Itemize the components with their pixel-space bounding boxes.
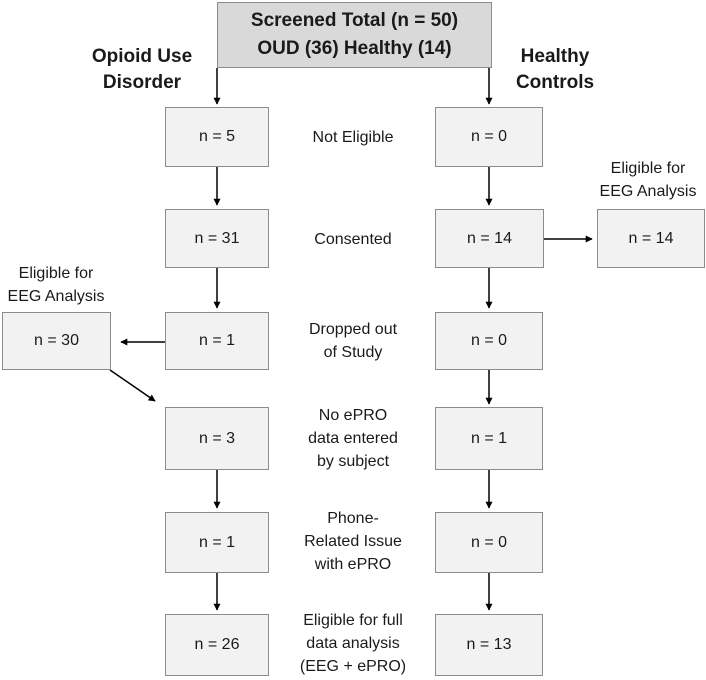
healthy-no-epro-box: n = 1 [435, 407, 543, 470]
screened-breakdown-text: OUD (36) Healthy (14) [257, 38, 452, 59]
oud-eeg-eligible-box: n = 30 [2, 312, 111, 370]
oud-consented-box: n = 31 [165, 209, 269, 268]
oud-full-analysis-box: n = 26 [165, 614, 269, 676]
stage-label-not-eligible: Not Eligible [312, 129, 394, 146]
healthy-consented-box: n = 14 [435, 209, 544, 268]
healthy-eeg-eligible-label: Eligible for EEG Analysis [599, 160, 697, 200]
stage-label-dropped-out: Dropped out of Study [308, 321, 398, 361]
stage-label-phone-issue: Phone- Related Issue with ePRO [304, 510, 402, 573]
stage-label-consented: Consented [314, 231, 392, 248]
heading-healthy-controls: Healthy Controls [515, 46, 595, 93]
screened-total-box: Screened Total (n = 50) OUD (36) Healthy… [217, 2, 492, 68]
stage-label-no-epro: No ePRO data entered by subject [308, 407, 398, 470]
oud-phone-issue-box: n = 1 [165, 512, 269, 573]
healthy-phone-issue-box: n = 0 [435, 512, 543, 573]
screened-total-text: Screened Total (n = 50) [250, 10, 459, 31]
healthy-not-eligible-box: n = 0 [435, 107, 543, 167]
oud-not-eligible-box: n = 5 [165, 107, 269, 167]
oud-no-epro-box: n = 3 [165, 407, 269, 470]
healthy-dropped-out-box: n = 0 [435, 312, 543, 370]
arrow-eeg-to-no-epro [109, 369, 156, 402]
oud-eeg-eligible-label: Eligible for EEG Analysis [7, 265, 105, 305]
healthy-eeg-eligible-box: n = 14 [597, 209, 705, 268]
heading-opioid-use-disorder: Opioid Use Disorder [91, 46, 193, 93]
oud-dropped-out-box: n = 1 [165, 312, 269, 370]
healthy-full-analysis-box: n = 13 [435, 614, 543, 676]
stage-label-full-analysis: Eligible for full data analysis (EEG + e… [299, 612, 407, 675]
